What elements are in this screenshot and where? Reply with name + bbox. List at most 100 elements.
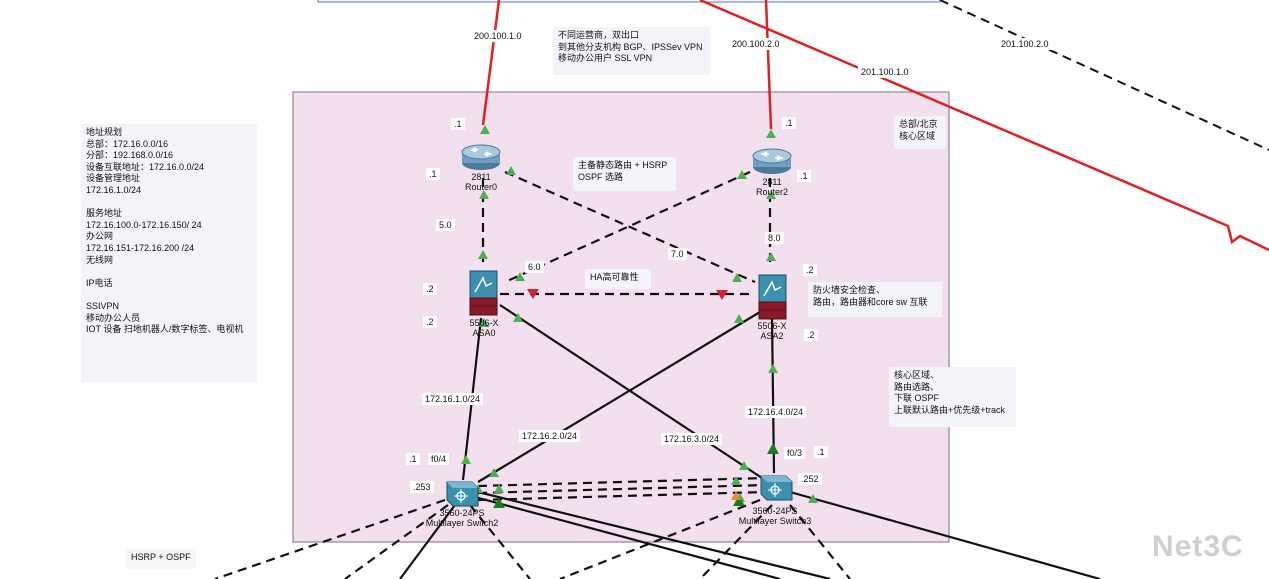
- address-plan-note: 地址规划 总部：172.16.0.0/16 分部：192.168.0.0/16 …: [81, 124, 257, 382]
- msw2-label: 3560-24PS Multilayer Switch2: [414, 508, 510, 528]
- link-up-marker: [515, 272, 525, 281]
- wan-link-router0[interactable]: [481, 0, 501, 126]
- label-router0-wan-ip: .1: [451, 118, 465, 130]
- hq-title-note: 总部/北京 核心区域: [894, 116, 946, 149]
- router2-model: 2811: [762, 177, 782, 187]
- link-state-up-markers: [461, 125, 818, 503]
- wan-note: 不同运营商，双出口 到其他分支机构 BGP、IPSSev VPN 移动办公用户 …: [553, 27, 710, 75]
- link-up-marker: [808, 494, 818, 503]
- link-up-marker: [506, 166, 516, 175]
- label-msw2-ip-b: .253: [410, 481, 434, 493]
- core-note: 核心区域、 路由选路、 下联 OSPF 上联默认路由+优先级+track: [889, 367, 1016, 427]
- label-net-172-4: 172.16.4.0/24: [745, 406, 807, 418]
- link-msw2-msw3-c[interactable]: [477, 490, 766, 502]
- link-up-marker: [766, 252, 776, 261]
- label-msw3-ip-a: .1: [814, 446, 828, 458]
- link-up-marker: [513, 313, 523, 322]
- label-msw2-port: f0/4: [428, 453, 450, 465]
- link-up-marker-dark: [493, 498, 505, 508]
- label-net-200-100-1: 200.100.1.0: [471, 30, 525, 42]
- label-net-172-3: 172.16.3.0/24: [661, 433, 723, 445]
- label-asa0-ip-a: .2: [423, 283, 437, 295]
- label-msw2-ip-a: .1: [406, 453, 420, 465]
- link-msw3-access-2[interactable]: [699, 504, 773, 579]
- link-201-100-2[interactable]: [939, 0, 1269, 151]
- label-net-172-2: 172.16.2.0/24: [519, 430, 581, 442]
- label-net-201-100-2: 201.100.2.0: [998, 38, 1052, 50]
- router0-model: 2811: [471, 172, 491, 182]
- link-down-marker: [527, 289, 539, 299]
- link-up-marker-dark: [767, 443, 779, 454]
- router0-name: Router0: [464, 182, 498, 192]
- label-router2-lan-ip: .1: [797, 170, 811, 182]
- wan-link-201-100-1[interactable]: [699, 0, 1269, 252]
- wan-link-router2[interactable]: [764, 0, 773, 130]
- label-net-201-100-1: 201.100.1.0: [858, 66, 912, 78]
- link-msw3-access-3[interactable]: [789, 504, 851, 579]
- msw2-model: 3560-24PS: [439, 508, 485, 518]
- router2-icon[interactable]: [752, 148, 792, 174]
- multilayer-switch2-icon[interactable]: [446, 481, 479, 507]
- asa2-name: ASA2: [760, 331, 784, 341]
- link-up-marker: [739, 461, 749, 470]
- firewall-note: 防火墙安全检查、 路由，路由器和core sw 互联: [808, 282, 942, 317]
- routing-note: 主备静态路由 + HSRP OSPF 选路: [573, 157, 676, 191]
- link-up-marker: [731, 476, 741, 485]
- label-net-6: 6.0: [525, 261, 544, 273]
- link-msw2-access-3[interactable]: [469, 504, 531, 579]
- label-msw3-ip-b: .252: [798, 473, 822, 485]
- ha-note: HA高可靠性: [585, 269, 651, 289]
- link-up-marker: [489, 468, 499, 477]
- asa2-icon[interactable]: [758, 274, 787, 320]
- asa0-icon[interactable]: [469, 270, 498, 316]
- link-up-marker-dark: [733, 496, 745, 506]
- link-msw2-msw3-a[interactable]: [477, 476, 766, 488]
- msw3-label: 3560-24PS Multilayer Switch3: [727, 506, 823, 526]
- link-msw2-access-2[interactable]: [344, 504, 449, 579]
- link-blocked-marker: [731, 491, 741, 500]
- label-net-7: 7.0: [668, 248, 687, 260]
- link-state-down-markers: [527, 289, 728, 300]
- msw2-name: Multilayer Switch2: [425, 518, 499, 528]
- link-state-up-dark-markers: [493, 443, 779, 508]
- link-up-marker: [479, 318, 489, 327]
- link-up-marker: [766, 129, 776, 138]
- link-asa2-msw2[interactable]: [477, 311, 761, 483]
- multilayer-switch3-icon[interactable]: [760, 475, 793, 501]
- link-up-marker: [480, 125, 490, 134]
- asa0-model: 5506-X: [469, 318, 499, 328]
- link-up-marker: [768, 364, 778, 373]
- label-msw3-port: f0/3: [784, 447, 806, 459]
- top-area-edge: [317, 0, 941, 3]
- label-router0-lan-ip: .1: [426, 168, 440, 180]
- label-asa2-ip-a: .2: [803, 264, 817, 276]
- link-msw2-down-2[interactable]: [474, 495, 781, 579]
- link-msw3-access-1[interactable]: [559, 498, 761, 579]
- router0-label: 2811 Router0: [456, 172, 506, 192]
- router0-icon[interactable]: [461, 144, 501, 170]
- msw3-name: Multilayer Switch3: [738, 516, 812, 526]
- link-up-marker: [479, 190, 489, 199]
- label-asa0-ip-b: .2: [423, 316, 437, 328]
- link-up-marker: [737, 170, 747, 179]
- label-net-5: 5.0: [436, 219, 455, 231]
- label-net-8: 8.0: [765, 232, 784, 244]
- link-asa0-msw3[interactable]: [499, 304, 763, 479]
- link-msw2-down-3[interactable]: [477, 490, 831, 579]
- link-up-marker: [732, 273, 742, 282]
- link-msw3-down-1[interactable]: [789, 490, 1101, 579]
- msw3-model: 3560-24PS: [752, 506, 798, 516]
- link-msw2-down-1[interactable]: [399, 504, 456, 579]
- link-up-marker: [766, 190, 776, 199]
- asa0-label: 5506-X ASA0: [459, 318, 509, 338]
- label-asa2-ip-b: .2: [804, 329, 818, 341]
- hsrp-note: HSRP + OSPF: [126, 549, 196, 569]
- router2-name: Router2: [755, 187, 789, 197]
- asa2-model: 5506-X: [757, 321, 787, 331]
- link-msw2-msw3-b[interactable]: [477, 483, 766, 495]
- net3c-watermark: Net3C: [1152, 530, 1244, 563]
- link-msw2-access-1[interactable]: [214, 498, 446, 579]
- asa2-label: 5506-X ASA2: [747, 321, 797, 341]
- link-down-marker: [716, 290, 728, 300]
- link-router0-asa2[interactable]: [504, 170, 756, 284]
